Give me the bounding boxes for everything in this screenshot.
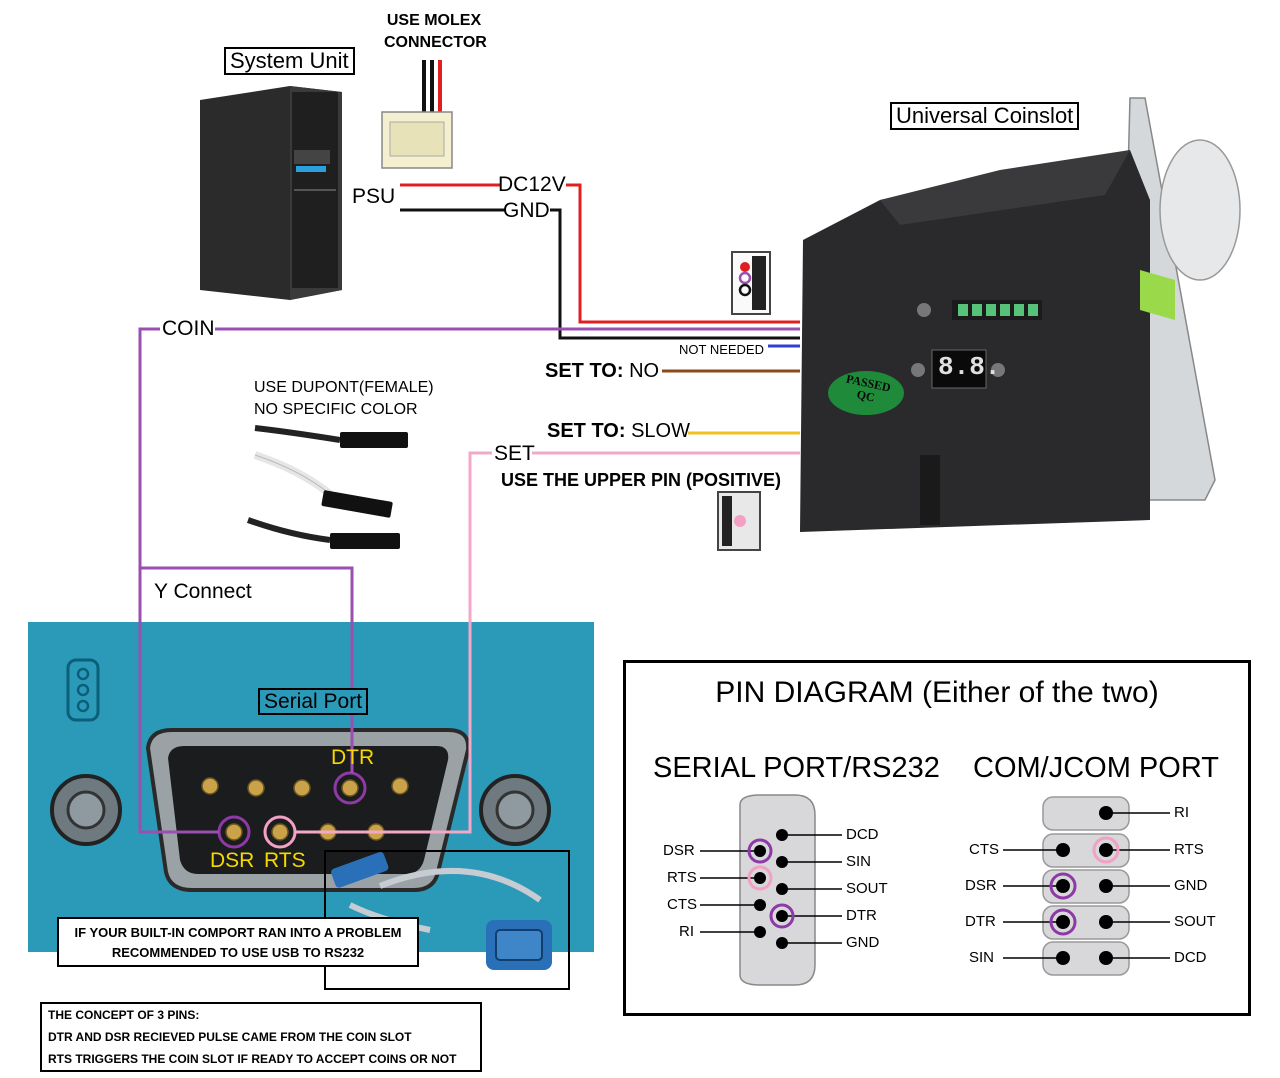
rs232-right-pin-label: DCD bbox=[846, 826, 879, 843]
dc12v-wire-2 bbox=[566, 183, 800, 324]
coin-wire-left bbox=[138, 327, 219, 834]
coinslot-image bbox=[800, 97, 1241, 532]
universal-coinslot-label: Universal Coinslot bbox=[890, 102, 1080, 131]
concept-note: THE CONCEPT OF 3 PINS: DTR AND DSR RECIE… bbox=[40, 1002, 482, 1072]
dupont-label-line-1: USE DUPONT(FEMALE) bbox=[254, 379, 434, 396]
usb-note-line-2: RECOMMENDED TO USE USB TO RS232 bbox=[111, 945, 365, 960]
dupont-label: USE DUPONT(FEMALE) NO SPECIFIC COLOR bbox=[254, 377, 434, 421]
com-left-pin-label: SIN bbox=[969, 949, 995, 966]
dupont-label-line-2: NO SPECIFIC COLOR bbox=[254, 401, 418, 418]
coinslot-display: 8.8. bbox=[938, 352, 1001, 382]
com-right-pin-label: RI bbox=[1174, 804, 1189, 821]
usb-note-line-1: IF YOUR BUILT-IN COMPORT RAN INTO A PROB… bbox=[74, 925, 402, 940]
usb-rs232-image bbox=[331, 851, 552, 970]
upper-pin-label: USE THE UPPER PIN (POSITIVE) bbox=[501, 470, 782, 490]
usb-note: IF YOUR BUILT-IN COMPORT RAN INTO A PROB… bbox=[57, 917, 419, 967]
rs232-right-pin-label: GND bbox=[846, 934, 880, 951]
screw-left bbox=[50, 774, 122, 846]
rs232-left-pin-label: DSR bbox=[663, 842, 695, 859]
dtr-callout: DTR bbox=[331, 746, 375, 769]
molex-label-line-1: USE MOLEX bbox=[386, 12, 482, 29]
dc12v-label: DC12V bbox=[498, 173, 566, 196]
psu-label: PSU bbox=[352, 185, 396, 208]
set-wire-2 bbox=[295, 451, 492, 834]
com-jcom-title: COM/JCOM PORT bbox=[973, 752, 1219, 784]
set-to-slow-label: SET TO: SLOW bbox=[547, 420, 690, 443]
com-right-pin-label: GND bbox=[1174, 877, 1208, 894]
com-right-pin-label: SOUT bbox=[1174, 913, 1216, 930]
rs232-left-pin-label: RTS bbox=[667, 869, 697, 886]
set-to-slow-value: SLOW bbox=[631, 420, 690, 442]
gnd-wire-2 bbox=[550, 208, 800, 340]
molex-label-line-2: CONNECTOR bbox=[384, 34, 487, 51]
molex-label: USE MOLEX CONNECTOR bbox=[384, 10, 487, 54]
molex-connector-image bbox=[381, 60, 453, 169]
set-to-no-prefix: SET TO: bbox=[545, 360, 624, 382]
rs232-left-pin-label: CTS bbox=[667, 896, 697, 913]
dupont-wires-image bbox=[246, 425, 408, 549]
com-left-pin-label: CTS bbox=[969, 841, 999, 858]
set-to-no-value: NO bbox=[629, 360, 660, 382]
rs232-left-pin-label: RI bbox=[679, 923, 694, 940]
com-right-pin-label: RTS bbox=[1174, 841, 1204, 858]
concept-line-3: RTS TRIGGERS THE COIN SLOT IF READY TO A… bbox=[48, 1052, 457, 1066]
gnd-label: GND bbox=[503, 199, 550, 222]
y-connect-label: Y Connect bbox=[154, 580, 252, 603]
set-to-slow-prefix: SET TO: bbox=[547, 420, 626, 442]
set-label: SET bbox=[494, 442, 535, 465]
pin-diagram-title: PIN DIAGRAM (Either of the two) bbox=[715, 676, 1159, 709]
serial-port-icon bbox=[66, 658, 100, 722]
pin-diagram-panel bbox=[623, 660, 1251, 1016]
rs232-right-pin-label: DTR bbox=[846, 907, 877, 924]
dtr-pin-highlight bbox=[333, 771, 367, 805]
system-unit-image bbox=[200, 86, 342, 300]
connector-inset-top bbox=[731, 251, 771, 315]
concept-line-1: THE CONCEPT OF 3 PINS: bbox=[48, 1008, 200, 1022]
serial-rs232-title: SERIAL PORT/RS232 bbox=[653, 752, 940, 784]
screw-right bbox=[479, 774, 551, 846]
rs232-right-pin-label: SIN bbox=[846, 853, 872, 870]
set-to-no-label: SET TO: NO bbox=[545, 360, 659, 383]
serial-port-label: Serial Port bbox=[258, 688, 369, 716]
rts-callout: RTS bbox=[264, 849, 306, 872]
concept-line-2: DTR AND DSR RECIEVED PULSE CAME FROM THE… bbox=[48, 1030, 412, 1044]
coin-label: COIN bbox=[162, 317, 215, 340]
rs232-right-pin-label: SOUT bbox=[846, 880, 888, 897]
not-needed-label: NOT NEEDED bbox=[679, 342, 764, 357]
dsr-callout: DSR bbox=[210, 849, 255, 872]
com-right-pin-label: DCD bbox=[1174, 949, 1207, 966]
connector-inset-bottom bbox=[717, 491, 761, 551]
system-unit-label: System Unit bbox=[224, 47, 355, 76]
com-left-pin-label: DSR bbox=[965, 877, 997, 894]
com-left-pin-label: DTR bbox=[965, 913, 996, 930]
